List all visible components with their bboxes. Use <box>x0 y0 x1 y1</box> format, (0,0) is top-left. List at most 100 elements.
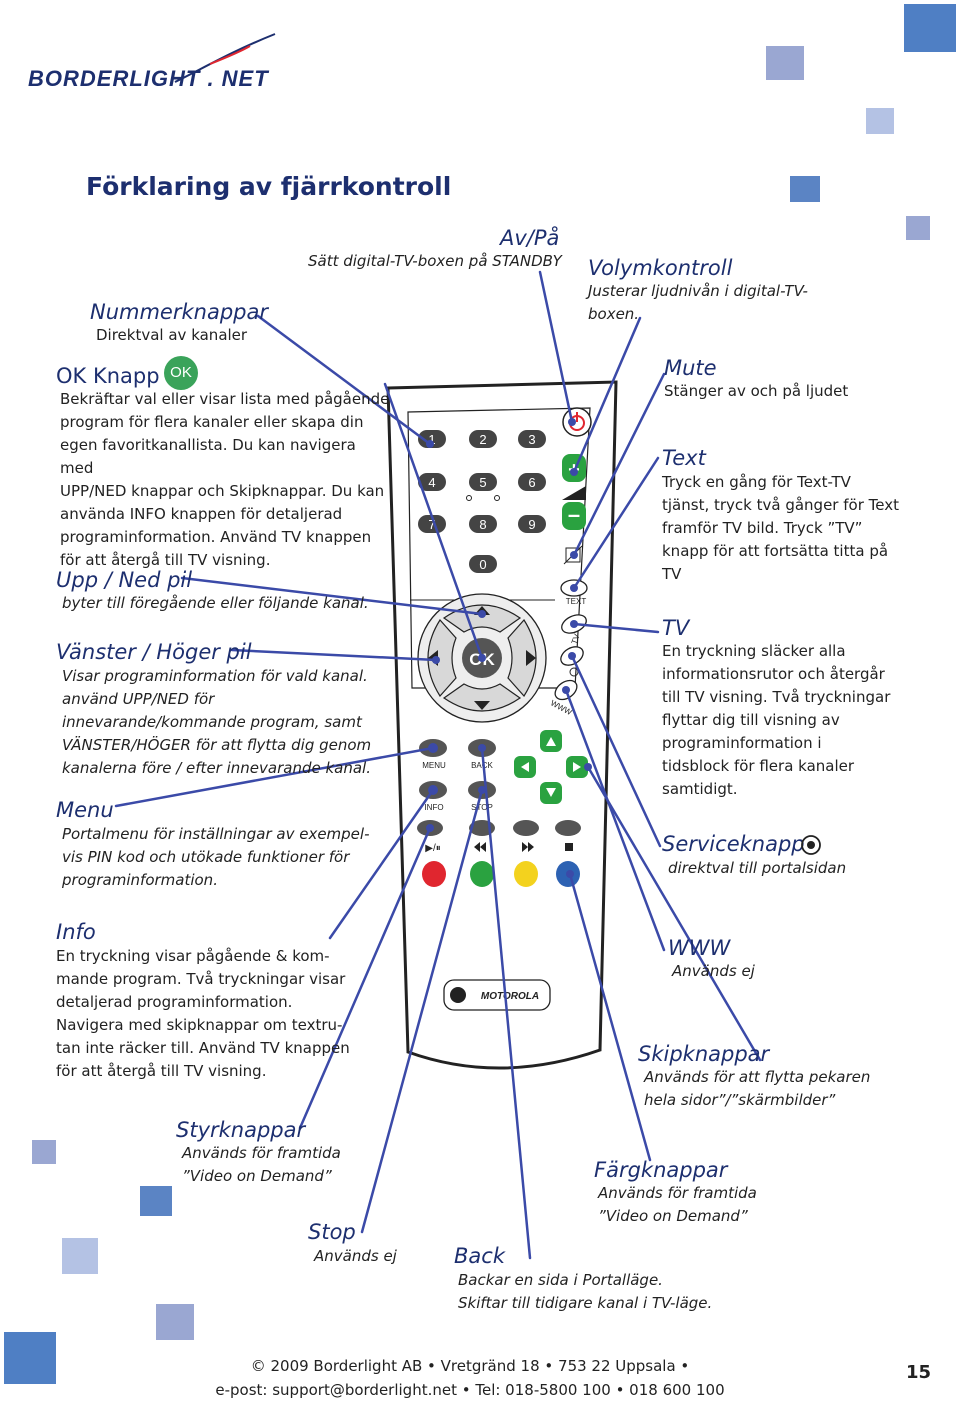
stop-button-label: STOP <box>471 803 493 812</box>
mute-desc: Stänger av och på ljudet <box>664 382 849 400</box>
digit-key-6 <box>518 473 546 491</box>
page-title: Förklaring av fjärrkontroll <box>86 172 452 201</box>
right-arrow-icon <box>526 650 536 666</box>
deco-square <box>790 176 820 202</box>
menu-line: programinformation. <box>62 871 218 889</box>
menu-button-label: MENU <box>422 761 446 770</box>
stop-transport-button <box>555 820 581 836</box>
text-line: Tryck en gång för Text-TV <box>662 473 851 491</box>
ok-line: för att återgå till TV visning. <box>60 551 271 569</box>
info-desc: En tryckning visar pågående & kom- mande… <box>56 945 356 1083</box>
digit-label: 4 <box>428 475 435 490</box>
digit-label: 0 <box>479 557 486 572</box>
farg-desc: Används för framtida ”Video on Demand” <box>598 1182 757 1228</box>
digit-key-3 <box>518 430 546 448</box>
avpa-desc: Sätt digital-TV-boxen på STANDBY <box>308 252 562 270</box>
skip-line: Används för att flytta pekaren <box>644 1068 871 1086</box>
info-line: detaljerad programinformation. <box>56 993 293 1011</box>
digit-label: 8 <box>479 517 486 532</box>
vh-line: Visar programinformation för vald kanal. <box>62 667 368 685</box>
www-desc: Används ej <box>672 962 755 980</box>
volume-indicator-icon <box>562 486 586 500</box>
green-button <box>470 861 494 887</box>
text-line: tjänst, tryck två gånger för Text <box>662 496 899 514</box>
ok-desc: Bekräftar val eller visar lista med pågå… <box>60 388 390 572</box>
uppned-title: Upp / Ned pil <box>56 568 193 592</box>
styr-title: Styrknappar <box>176 1118 306 1142</box>
mute-icon <box>565 547 581 563</box>
svg-text:–: – <box>568 502 580 527</box>
digit-key-7 <box>418 515 446 533</box>
tv-button-label: TV <box>570 632 582 645</box>
vh-line: innevarande/kommande program, samt <box>62 713 362 731</box>
service-target-icon <box>801 835 821 855</box>
tv-line: samtidigt. <box>662 780 738 798</box>
info-title: Info <box>56 920 96 944</box>
info-line: Navigera med skipknappar om textru- <box>56 1016 343 1034</box>
digit-label: 9 <box>528 517 535 532</box>
digit-key-4 <box>418 473 446 491</box>
play-pause-label: ▶/⏸ <box>425 843 440 854</box>
deco-square <box>4 1332 56 1384</box>
text-button-label: TEXT <box>566 597 587 606</box>
dpad-down <box>442 683 522 712</box>
info-line: En tryckning visar pågående & kom- <box>56 947 330 965</box>
deco-square <box>32 1140 56 1164</box>
styr-desc: Används för framtida ”Video on Demand” <box>182 1142 341 1188</box>
ok-line: programinformation. Använd TV knappen <box>60 528 372 546</box>
tv-line: En tryckning släcker alla <box>662 642 846 660</box>
tv-line: flyttar dig till visning av <box>662 711 840 729</box>
deco-square <box>766 46 804 80</box>
skip-title: Skipknappar <box>638 1042 770 1066</box>
ok-line: program för flera kanaler eller skapa di… <box>60 413 364 431</box>
red-button <box>422 861 446 887</box>
styr-line: Används för framtida <box>182 1144 341 1162</box>
volym-title: Volymkontroll <box>588 256 733 280</box>
brand-plate <box>443 979 551 1011</box>
menu-line: Portalmenu för inställningar av exempel- <box>62 825 370 843</box>
menu-desc: Portalmenu för inställningar av exempel-… <box>62 823 382 892</box>
service-title: Serviceknapp <box>662 832 805 856</box>
service-desc: direktval till portalsidan <box>668 859 847 877</box>
digit-key-9 <box>518 515 546 533</box>
ok-line: använda INFO knappen för detaljerad <box>60 505 343 523</box>
service-icon <box>569 667 579 677</box>
vh-line: kanalerna före / efter innevarande kanal… <box>62 759 371 777</box>
vh-desc: Visar programinformation för vald kanal.… <box>62 665 382 780</box>
deco-square <box>140 1186 172 1216</box>
tv-desc: En tryckning släcker alla informationsru… <box>662 640 912 801</box>
back-title: Back <box>454 1244 505 1268</box>
digit-label: 3 <box>528 432 535 447</box>
digit-label: 1 <box>428 432 435 447</box>
digit-key-8 <box>469 515 497 533</box>
farg-line: ”Video on Demand” <box>598 1207 748 1225</box>
tv-title: TV <box>662 616 690 640</box>
down-arrow-icon <box>474 701 490 710</box>
nummer-desc: Direktval av kanaler <box>96 326 248 344</box>
ok-line: UPP/NED knappar och Skipknappar. Du kan <box>60 482 385 500</box>
avpa-title: Av/På <box>500 226 560 250</box>
page-number: 15 <box>906 1362 932 1383</box>
text-line: TV <box>662 565 682 583</box>
digit-key-2 <box>469 430 497 448</box>
deco-square <box>906 216 930 240</box>
footer-line-1: © 2009 Borderlight AB • Vretgränd 18 • 7… <box>250 1357 690 1375</box>
stop-icon <box>565 843 573 851</box>
volym-desc-2: boxen. <box>588 305 640 323</box>
stop-title: Stop <box>308 1220 356 1244</box>
vh-title: Vänster / Höger pil <box>56 640 252 664</box>
digit-label: 2 <box>479 432 486 447</box>
footer: © 2009 Borderlight AB • Vretgränd 18 • 7… <box>0 1354 940 1402</box>
digit-label: 6 <box>528 475 535 490</box>
brand-label: MOTOROLA <box>481 991 539 1002</box>
forward-button <box>513 820 539 836</box>
motorola-icon <box>450 987 466 1003</box>
menu-title: Menu <box>56 798 114 822</box>
back-button-label: BACK <box>471 761 493 770</box>
tv-line: informationsrutor och återgår <box>662 665 885 683</box>
ok-line: Bekräftar val eller visar lista med pågå… <box>60 390 390 408</box>
back-line: Backar en sida i Portalläge. <box>458 1271 663 1289</box>
volume-down-button <box>562 502 586 530</box>
text-line: knapp för att fortsätta titta på <box>662 542 889 560</box>
